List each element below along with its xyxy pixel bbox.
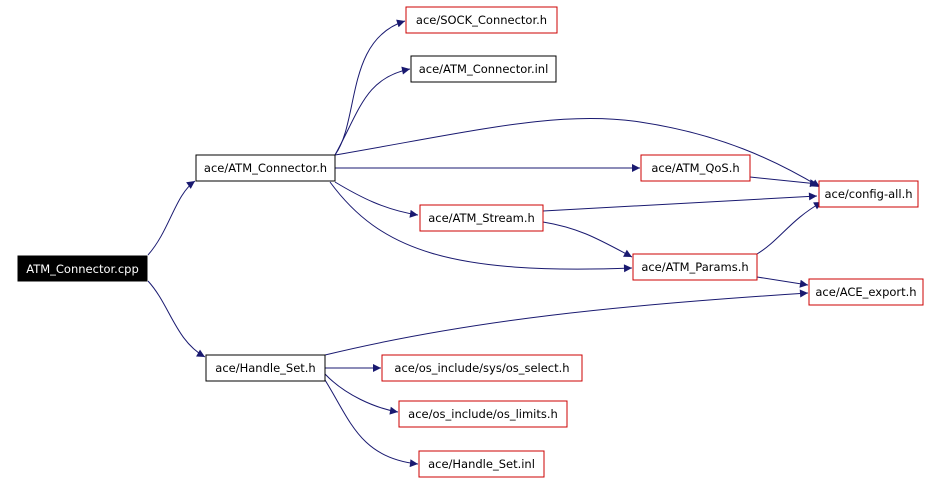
node-config-all-h-label: ace/config-all.h bbox=[824, 187, 912, 201]
node-handle-set-inl-box bbox=[418, 450, 545, 478]
node-handle-set-h-box bbox=[205, 354, 326, 382]
node-ace-export-h[interactable]: ace/ACE_export.h bbox=[808, 278, 924, 306]
node-atm-stream-h-box bbox=[419, 204, 544, 232]
node-os-limits-h-box bbox=[398, 400, 568, 428]
node-ace-export-h-box bbox=[808, 278, 924, 306]
node-os-select-h[interactable]: ace/os_include/sys/os_select.h bbox=[381, 354, 583, 382]
edge-handle-set-h-to-handle-set-inl bbox=[324, 379, 419, 468]
node-atm-qos-h[interactable]: ace/ATM_QoS.h bbox=[640, 154, 751, 182]
node-root-box bbox=[17, 255, 148, 282]
edge-atm-connector-h-to-config-all-h bbox=[334, 117, 821, 188]
node-atm-connector-h-box bbox=[195, 154, 336, 182]
edge-atm-qos-h-to-config-all-h bbox=[749, 176, 819, 188]
edge-handle-set-h-to-ace-export-h bbox=[324, 289, 809, 356]
node-atm-params-h-box bbox=[632, 253, 758, 281]
node-sock-connector-h-box bbox=[405, 6, 558, 34]
edge-atm-stream-h-to-config-all-h bbox=[542, 192, 818, 212]
node-config-all-h-box bbox=[818, 180, 919, 208]
node-atm-stream-h[interactable]: ace/ATM_Stream.h bbox=[419, 204, 544, 232]
node-atm-params-h-label: ace/ATM_Params.h bbox=[641, 260, 748, 274]
node-atm-connector-inl-box bbox=[410, 55, 557, 83]
node-os-limits-h[interactable]: ace/os_include/os_limits.h bbox=[398, 400, 568, 428]
node-os-select-h-box bbox=[381, 354, 583, 382]
edge-root-to-handle-set-h bbox=[147, 280, 206, 358]
node-atm-connector-inl-label: ace/ATM_Connector.inl bbox=[419, 62, 549, 76]
node-atm-qos-h-label: ace/ATM_QoS.h bbox=[651, 161, 739, 175]
edge-atm-params-h-to-ace-export-h bbox=[756, 276, 809, 288]
node-os-select-h-label: ace/os_include/sys/os_select.h bbox=[394, 361, 569, 375]
node-atm-connector-inl[interactable]: ace/ATM_Connector.inl bbox=[410, 55, 557, 83]
node-sock-connector-h-label: ace/SOCK_Connector.h bbox=[416, 13, 547, 27]
node-handle-set-inl-label: ace/Handle_Set.inl bbox=[428, 457, 535, 471]
node-atm-params-h[interactable]: ace/ATM_Params.h bbox=[632, 253, 758, 281]
node-handle-set-h[interactable]: ace/Handle_Set.h bbox=[205, 354, 326, 382]
node-os-limits-h-label: ace/os_include/os_limits.h bbox=[408, 407, 558, 421]
node-atm-connector-h-label: ace/ATM_Connector.h bbox=[204, 161, 327, 175]
node-atm-qos-h-box bbox=[640, 154, 751, 182]
node-root[interactable]: ATM_Connector.cpp bbox=[17, 255, 148, 282]
node-ace-export-h-label: ace/ACE_export.h bbox=[815, 285, 916, 299]
edge-atm-connector-h-to-atm-stream-h bbox=[334, 181, 419, 218]
edge-atm-connector-h-to-atm-params-h bbox=[329, 181, 633, 273]
edge-handle-set-h-to-os-limits-h bbox=[324, 373, 399, 415]
node-atm-connector-h[interactable]: ace/ATM_Connector.h bbox=[195, 154, 336, 182]
node-handle-set-inl[interactable]: ace/Handle_Set.inl bbox=[418, 450, 545, 478]
edge-root-to-atm-connector-h bbox=[147, 180, 196, 256]
node-root-label: ATM_Connector.cpp bbox=[26, 262, 139, 276]
node-handle-set-h-label: ace/Handle_Set.h bbox=[215, 361, 315, 375]
node-sock-connector-h[interactable]: ace/SOCK_Connector.h bbox=[405, 6, 558, 34]
edge-atm-connector-h-to-atm-connector-inl bbox=[334, 66, 411, 156]
edge-atm-params-h-to-config-all-h bbox=[756, 201, 823, 255]
node-atm-stream-h-label: ace/ATM_Stream.h bbox=[428, 211, 535, 225]
node-config-all-h[interactable]: ace/config-all.h bbox=[818, 180, 919, 208]
edge-atm-stream-h-to-atm-params-h bbox=[542, 221, 633, 258]
